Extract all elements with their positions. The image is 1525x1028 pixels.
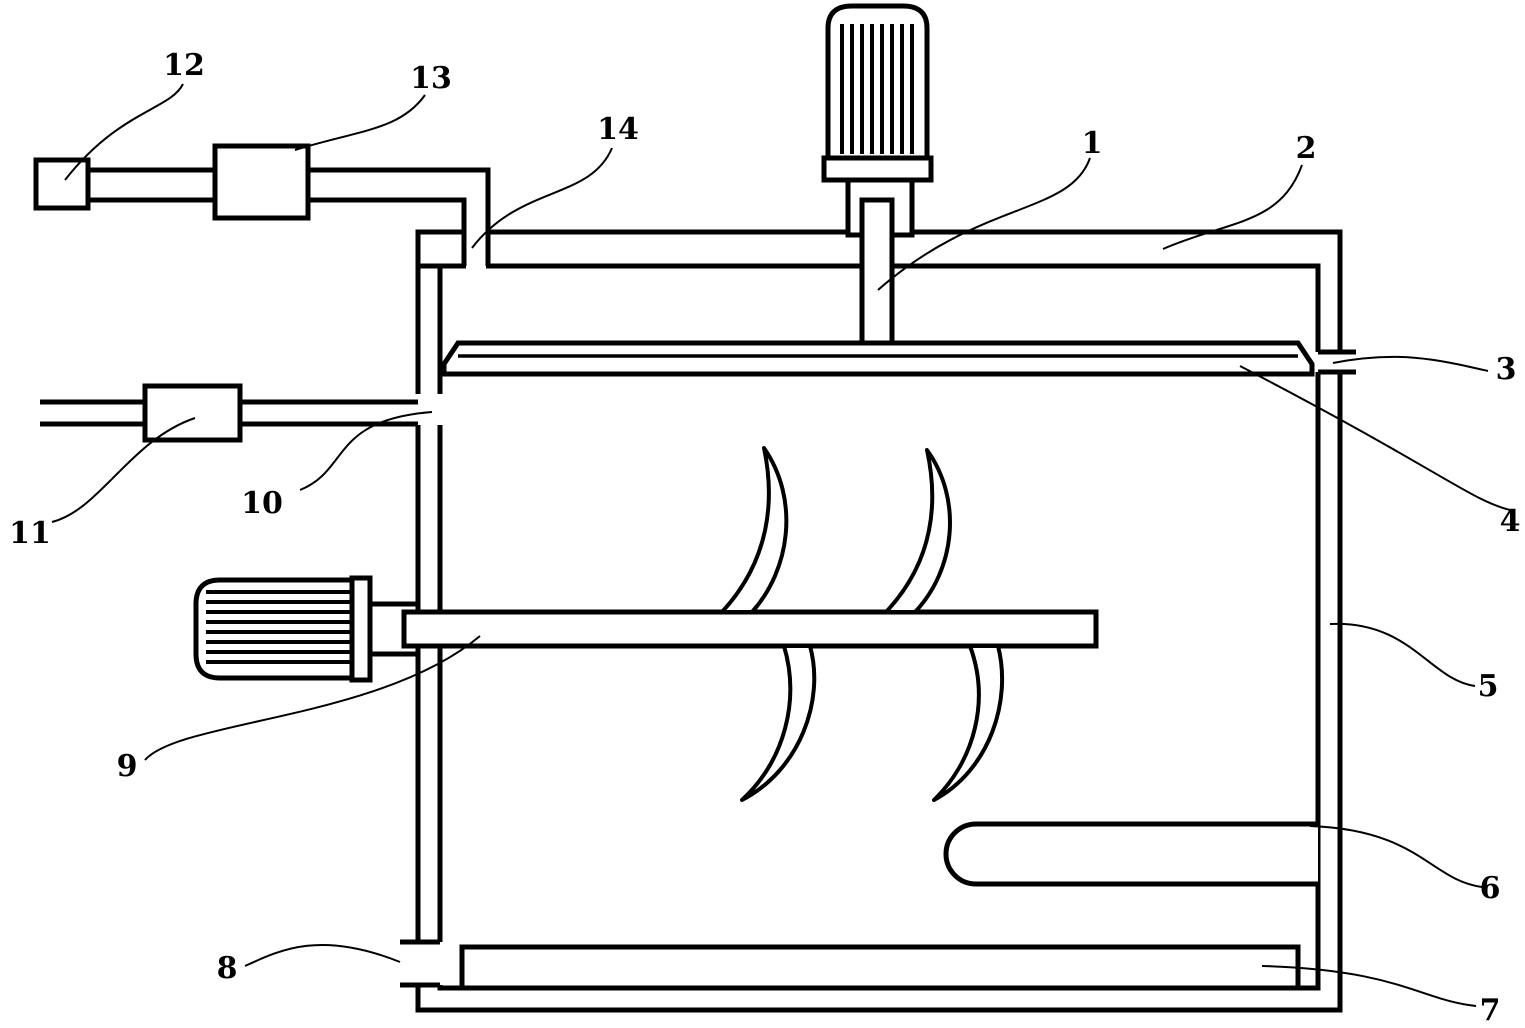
vacuum-line <box>33 143 491 270</box>
shaft-1 <box>859 197 895 348</box>
discharge-8 <box>400 939 440 988</box>
label-5: 5 <box>1478 669 1499 704</box>
label-8: 8 <box>217 951 238 986</box>
leader-lines <box>51 83 1511 1007</box>
label-7: 7 <box>1480 993 1501 1028</box>
inlet-10 <box>40 383 418 443</box>
label-12: 12 <box>163 48 205 83</box>
label-10: 10 <box>241 486 283 521</box>
side-motor-fins <box>206 590 350 664</box>
label-14: 14 <box>597 112 639 147</box>
label-9: 9 <box>117 749 138 784</box>
outlet-3 <box>1318 349 1356 375</box>
label-2: 2 <box>1296 131 1317 166</box>
stirring-shaft-9 <box>401 609 1099 649</box>
valve-11 <box>142 383 243 443</box>
label-6: 6 <box>1480 871 1501 906</box>
unit-13 <box>212 143 311 221</box>
bottom-element-7 <box>459 944 1301 991</box>
label-4: 4 <box>1500 504 1521 539</box>
part-labels: 12 13 14 1 2 3 4 5 6 7 8 9 10 11 <box>9 48 1520 1028</box>
side-motor <box>193 575 421 683</box>
label-1: 1 <box>1082 126 1103 161</box>
port-14 <box>415 229 467 269</box>
label-11: 11 <box>9 516 51 551</box>
paddles <box>720 446 1005 802</box>
top-motor-fins <box>840 24 914 154</box>
plate-4 <box>441 340 1315 377</box>
label-3: 3 <box>1496 352 1517 387</box>
heater-6 <box>943 821 1318 887</box>
top-motor <box>821 3 934 348</box>
unit-12 <box>33 157 91 211</box>
label-13: 13 <box>410 61 452 96</box>
